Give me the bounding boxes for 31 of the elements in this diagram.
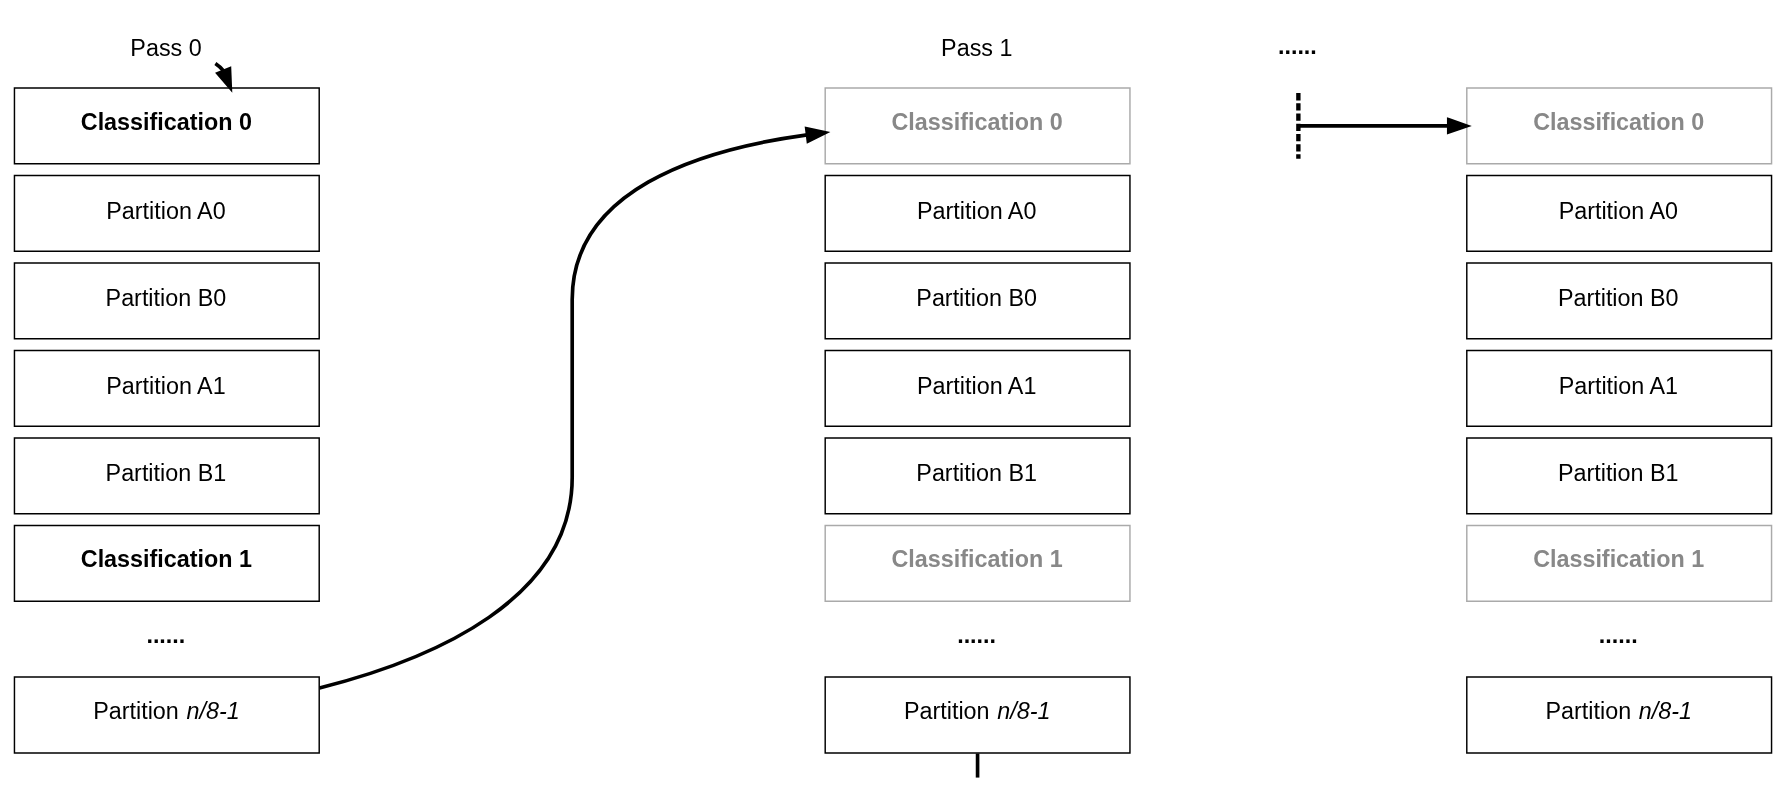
- node-box: Partition A1: [13, 349, 320, 428]
- connector: [975, 753, 980, 778]
- node-box: Classification 1: [824, 524, 1131, 602]
- node-box: Partition n/8-1: [824, 676, 1131, 754]
- node-box: Partition A0: [13, 174, 320, 253]
- node-text: Pass 0: [130, 34, 202, 61]
- node-box: Classification 0: [1466, 87, 1773, 165]
- label: ......: [1598, 622, 1638, 649]
- node-box: Partition B0: [1466, 262, 1773, 340]
- node-box: Partition B0: [824, 262, 1131, 340]
- node-box: Classification 0: [13, 87, 320, 165]
- node-box: Classification 1: [1466, 524, 1773, 602]
- node-bar: [1296, 93, 1301, 159]
- arrow: [319, 126, 831, 690]
- label: ......: [1277, 33, 1317, 60]
- label: ......: [957, 622, 997, 649]
- node-box: Partition B1: [1466, 437, 1773, 515]
- node-box: Partition B1: [824, 437, 1131, 515]
- label: Pass 1: [941, 34, 1013, 61]
- node-box: Partition B0: [13, 262, 320, 340]
- node-box: Partition B1: [13, 437, 320, 515]
- label: ......: [146, 622, 186, 649]
- arrow: [1299, 117, 1472, 135]
- node-box: Partition n/8-1: [1466, 676, 1773, 754]
- node-box: Partition n/8-1: [13, 676, 320, 754]
- node-box: Partition A1: [1466, 349, 1773, 428]
- node-box: Partition A0: [824, 174, 1131, 253]
- node-box: Classification 1: [13, 524, 320, 602]
- node-box: Classification 0: [824, 87, 1131, 165]
- node-box: Partition A0: [1466, 174, 1773, 253]
- node-box: Partition A1: [824, 349, 1131, 428]
